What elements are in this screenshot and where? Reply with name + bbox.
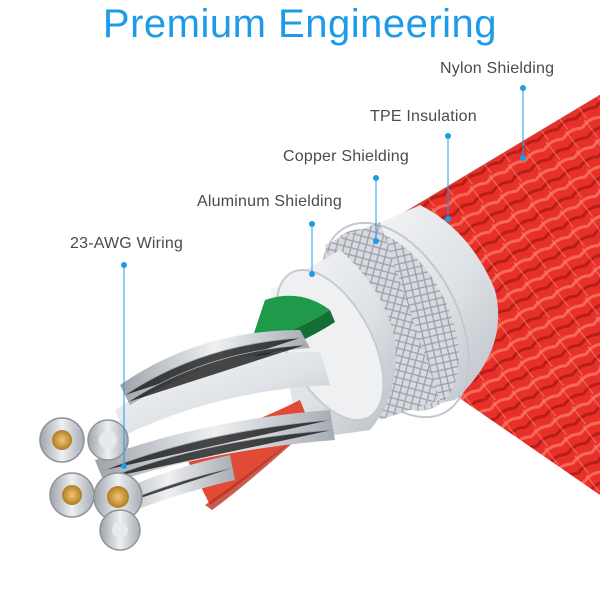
leader-aluminum [309,221,315,277]
label-23awg-wiring: 23-AWG Wiring [70,235,184,252]
leader-copper [373,175,379,244]
wire-ends [39,417,143,551]
label-tpe-insulation: TPE Insulation [370,108,477,125]
label-aluminum-shielding: Aluminum Shielding [197,193,343,210]
white-insulated-wires [95,330,335,520]
leader-wiring [121,262,127,469]
nylon-shielding-layer [399,94,600,495]
leader-nylon [520,85,526,161]
wire-end-2 [87,419,129,461]
wire-end-4 [93,472,143,522]
wire-end-3 [49,472,95,518]
label-nylon-shielding: Nylon Shielding [440,60,555,77]
callout-leader-lines [121,85,526,469]
page-title: Premium Engineering [102,2,498,46]
label-copper-shielding: Copper Shielding [283,148,409,165]
leader-tpe [445,133,451,222]
wire-end-1 [39,417,85,463]
wire-end-5 [99,509,141,551]
